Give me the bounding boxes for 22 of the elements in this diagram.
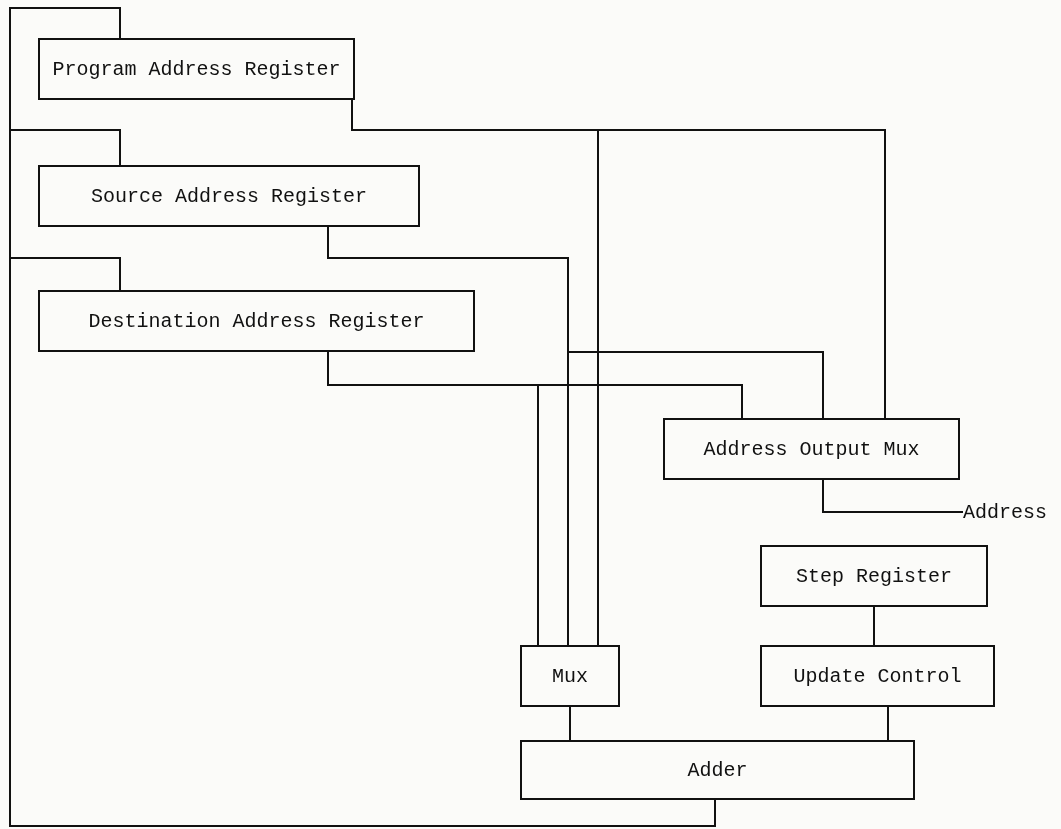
block-label: Address Output Mux — [703, 437, 920, 461]
block-box — [760, 545, 988, 607]
block-box — [520, 740, 915, 800]
block-box — [520, 645, 620, 707]
block-label: Step Register — [796, 564, 952, 588]
signal-label: Address — [963, 500, 1047, 524]
block-label: Source Address Register — [90, 184, 367, 208]
connector-line — [822, 479, 964, 513]
connector-line — [9, 257, 716, 827]
block-label: Update Control — [793, 664, 962, 688]
connector-line — [873, 606, 875, 646]
block-box — [38, 290, 475, 352]
block-box — [663, 418, 960, 480]
block-label: Adder — [687, 758, 748, 782]
block-box — [38, 38, 355, 100]
block-label: Program Address Register — [52, 57, 341, 81]
block-label: Mux — [552, 664, 588, 688]
block-box — [38, 165, 420, 227]
connector-line — [887, 706, 889, 741]
block-box — [760, 645, 995, 707]
connector-line — [569, 706, 571, 741]
block-label: Destination Address Register — [88, 309, 425, 333]
